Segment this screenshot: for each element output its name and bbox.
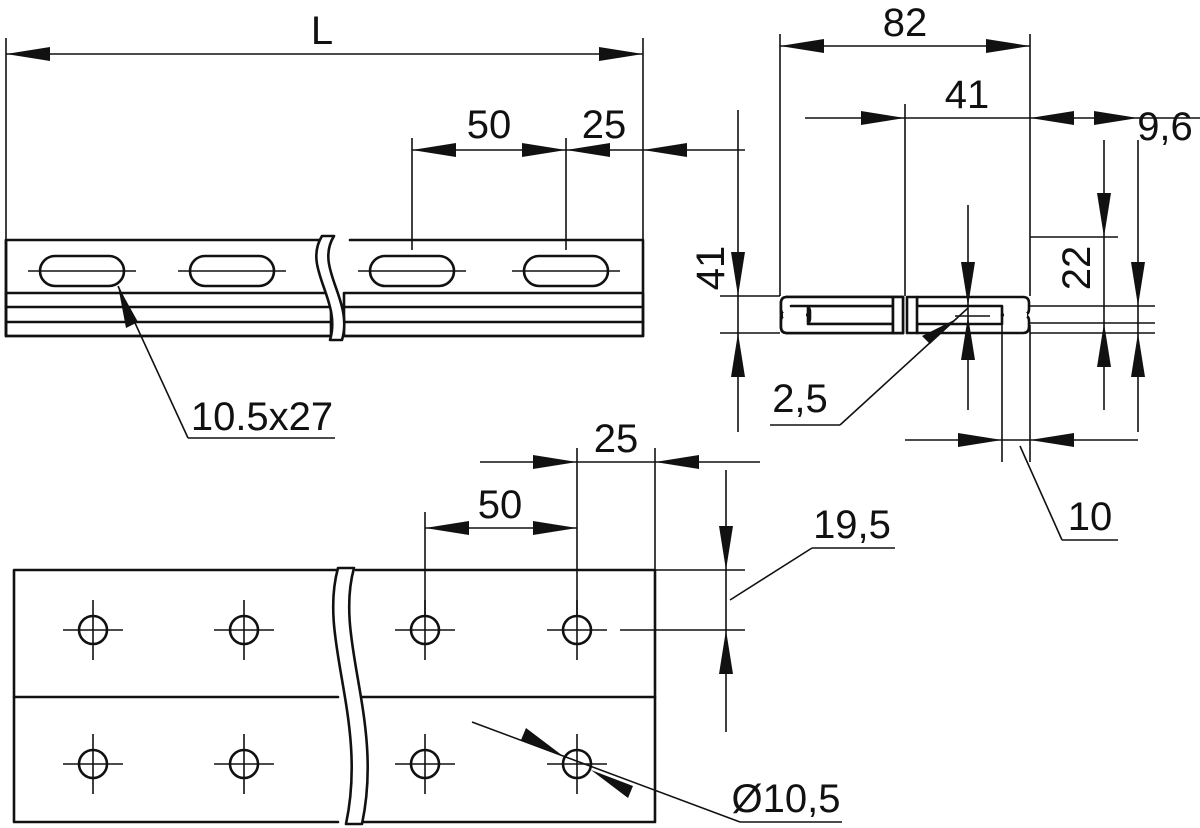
lip-width-label: 9,6 [1137,105,1193,149]
top-pitch-label: 50 [467,103,512,147]
bottom-edge-offset-label: 25 [594,417,639,461]
opening-height-label: 22 [1055,246,1099,291]
lip-depth-label: 10 [1068,495,1113,539]
length-label: L [311,9,333,53]
hole-offset-label: 19,5 [813,503,891,547]
top-view: L 50 25 10.5x27 [4,9,745,439]
hole-row-bottom [63,734,607,794]
bottom-view: 25 50 19,5 Ø10,5 [12,417,895,826]
section-width-label: 82 [883,1,928,45]
section-height-label: 41 [689,246,733,291]
top-view-outline-left [4,291,333,338]
bottom-break-line [331,566,370,826]
bottom-pitch-label: 50 [478,483,523,527]
hole-diameter-label: Ø10,5 [732,777,841,821]
top-edge-offset-label: 25 [582,103,627,147]
slot-size-label: 10.5x27 [191,395,333,439]
cross-section: 82 41 9,6 41 22 [689,1,1200,541]
wall-thickness-label: 2,5 [772,377,828,421]
section-half-width-label: 41 [945,73,990,117]
top-break-line [315,234,346,342]
profile [775,290,1035,340]
top-view-outline-right [342,291,645,338]
